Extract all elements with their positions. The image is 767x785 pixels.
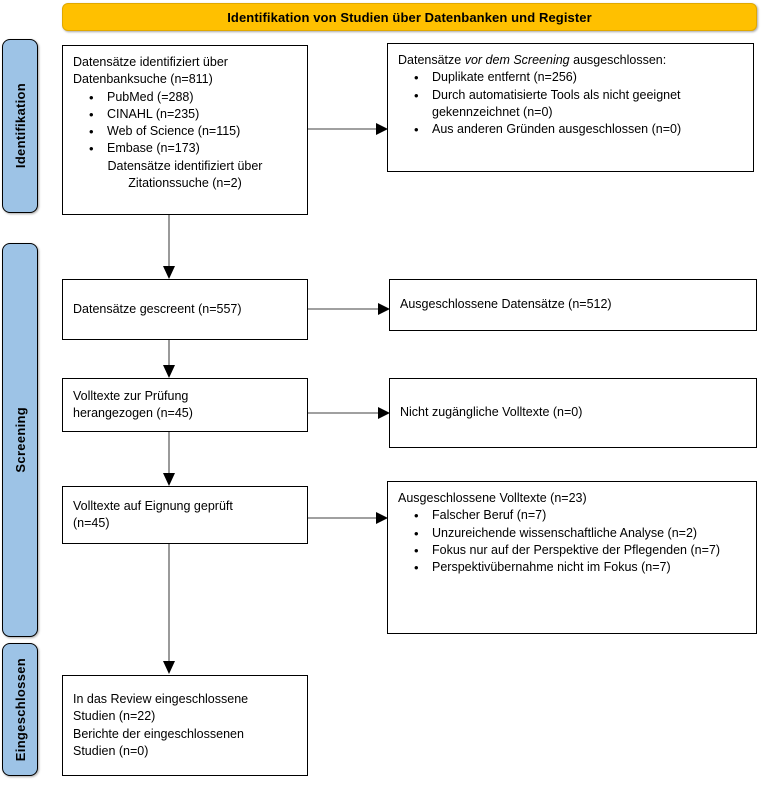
box-fulltexts-not-retrieved: Nicht zugängliche Volltexte (n=0) — [389, 378, 757, 448]
fulltexts-assessed-line1: Volltexte auf Eignung geprüft — [73, 498, 233, 513]
phase-label-identifikation: Identifikation — [2, 39, 38, 213]
list-item: Unzureichende wissenschaftliche Analyse … — [414, 525, 746, 543]
records-identified-line4: Zitationssuche (n=2) — [128, 175, 242, 190]
studies-included-line2: Studien (n=22) — [73, 709, 156, 724]
records-identified-line1: Datensätze identifiziert über — [73, 55, 228, 69]
diagram-header-banner: Identifikation von Studien über Datenban… — [62, 3, 757, 31]
phase-label-screening: Screening — [2, 243, 38, 637]
before-screening-lead: Datensätze — [398, 53, 465, 67]
fulltexts-sought-line1: Volltexte zur Prüfung — [73, 388, 189, 403]
box-records-screened: Datensätze gescreent (n=557) — [62, 279, 308, 340]
fulltexts-sought-line2: herangezogen (n=45) — [73, 406, 193, 420]
records-identified-line2: Datenbanksuche (n=811) — [73, 72, 213, 87]
list-item: Web of Science (n=115) — [89, 123, 297, 141]
box-fulltexts-assessed: Volltexte auf Eignung geprüft (n=45) — [62, 486, 308, 544]
phase-label-eingeschlossen-text: Eingeschlossen — [12, 657, 28, 762]
box-fulltexts-excluded: Ausgeschlossene Volltexte (n=23) Falsche… — [387, 481, 757, 634]
arrow-assessed-to-included — [163, 544, 175, 674]
list-item: PubMed (=288) — [89, 89, 297, 107]
list-item: Embase (n=173) — [89, 140, 297, 158]
box-records-excluded: Ausgeschlossene Datensätze (n=512) — [389, 279, 757, 331]
studies-included-line3: Berichte der eingeschlossenen — [73, 726, 244, 741]
phase-label-identifikation-text: Identifikation — [12, 83, 28, 169]
list-item: Fokus nur auf der Perspektive der Pflege… — [414, 542, 746, 560]
diagram-header-title: Identifikation von Studien über Datenban… — [227, 9, 592, 25]
before-screening-tail: ausgeschlossen: — [569, 53, 667, 67]
arrow-identified-to-screened — [163, 215, 175, 279]
list-item: CINAHL (n=235) — [89, 106, 297, 124]
list-item: Perspektivübernahme nicht im Fokus (n=7) — [414, 559, 746, 577]
arrow-assessed-to-excluded-fulltext — [308, 512, 388, 524]
records-identified-line3: Datensätze identifiziert über — [107, 158, 263, 173]
list-item: Duplikate entfernt (n=256) — [414, 69, 743, 87]
list-item: Durch automatisierte Tools als nicht gee… — [414, 87, 743, 122]
fulltexts-excluded-heading: Ausgeschlossene Volltexte (n=23) — [398, 491, 587, 505]
box-studies-included: In das Review eingeschlossene Studien (n… — [62, 675, 308, 776]
fulltexts-not-retrieved-text: Nicht zugängliche Volltexte (n=0) — [400, 405, 583, 420]
records-identified-sources-list: PubMed (=288) CINAHL (n=235) Web of Scie… — [73, 89, 297, 159]
arrow-fulltext-sought-to-assessed — [163, 432, 175, 486]
studies-included-line4: Studien (n=0) — [73, 743, 149, 758]
before-screening-italic: vor dem Screening — [464, 53, 570, 67]
box-records-identified: Datensätze identifiziert über Datenbanks… — [62, 45, 308, 215]
arrow-identified-to-before-screening — [308, 123, 388, 135]
before-screening-reasons-list: Duplikate entfernt (n=256) Durch automat… — [398, 69, 743, 139]
records-excluded-text: Ausgeschlossene Datensätze (n=512) — [400, 297, 612, 312]
list-item: Falscher Beruf (n=7) — [414, 507, 746, 525]
phase-label-screening-text: Screening — [12, 407, 28, 473]
studies-included-line1: In das Review eingeschlossene — [73, 692, 249, 706]
phase-label-eingeschlossen: Eingeschlossen — [2, 643, 38, 776]
arrow-fulltext-sought-to-not-retrieved — [308, 407, 390, 419]
list-item: Aus anderen Gründen ausgeschlossen (n=0) — [414, 121, 743, 139]
box-fulltexts-sought: Volltexte zur Prüfung herangezogen (n=45… — [62, 378, 308, 432]
arrow-screened-to-excluded-records — [308, 303, 390, 315]
box-records-removed-before-screening: Datensätze vor dem Screening ausgeschlos… — [387, 43, 754, 172]
fulltexts-assessed-line2: (n=45) — [73, 516, 110, 530]
records-screened-text: Datensätze gescreent (n=557) — [73, 301, 242, 316]
before-screening-heading: Datensätze vor dem Screening ausgeschlos… — [398, 52, 743, 69]
fulltexts-excluded-reasons-list: Falscher Beruf (n=7) Unzureichende wisse… — [398, 507, 746, 577]
arrow-screened-to-fulltext-sought — [163, 340, 175, 378]
